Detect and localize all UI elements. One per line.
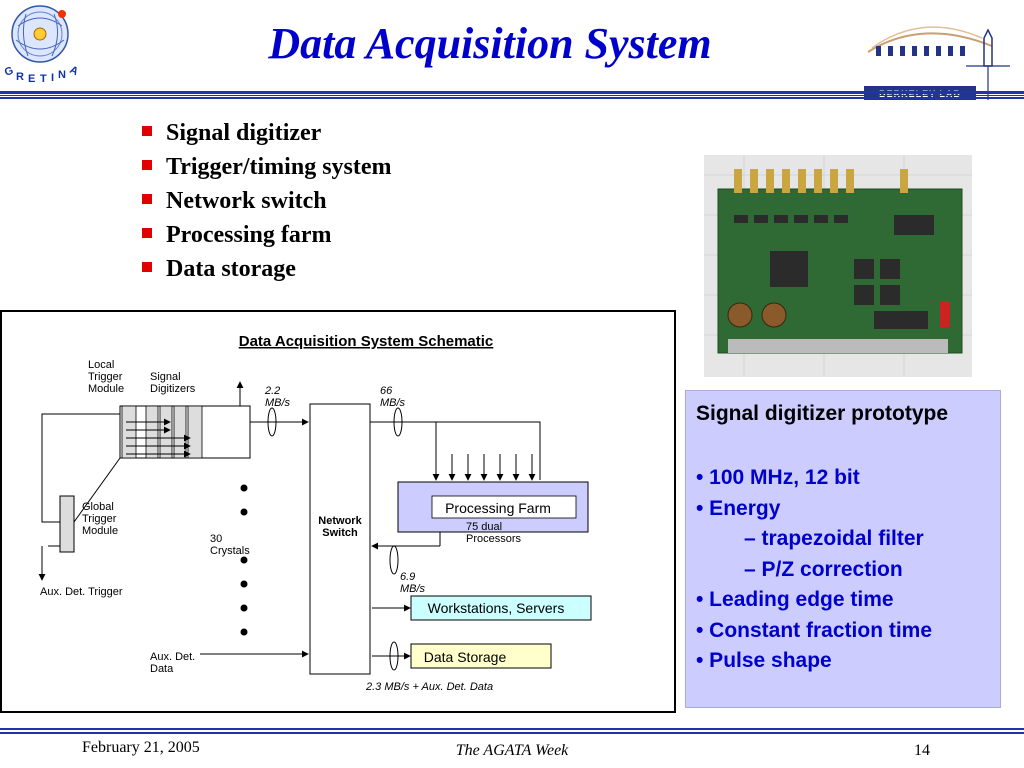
info-line: • Energy (696, 496, 781, 520)
network-switch-box (309, 403, 371, 675)
svg-text:T: T (40, 73, 47, 85)
data-storage-box (410, 643, 552, 669)
data-storage-label: Data Storage (424, 649, 507, 665)
bullet-text: Signal digitizer (166, 120, 322, 146)
svg-text:G: G (3, 65, 15, 79)
processing-farm-label: Processing Farm (445, 500, 551, 516)
svg-text:A: A (68, 64, 80, 78)
bullet-text: Data storage (166, 256, 296, 282)
schematic-title: Data Acquisition System Schematic (239, 333, 494, 350)
info-box: Signal digitizer prototype • 100 MHz, 12… (685, 390, 1001, 708)
berkeley-lab-logo: BERKELEY LAB (864, 26, 1010, 100)
info-line: • Leading edge time (696, 588, 894, 611)
aux-trigger-label: Aux. Det. Trigger (40, 586, 123, 598)
info-line: • Constant fraction time (696, 618, 933, 642)
bullet-text: Network switch (166, 188, 327, 214)
svg-text:I: I (51, 72, 54, 84)
bullet-item: Signal digitizer (140, 116, 392, 150)
svg-text:N: N (58, 69, 66, 81)
bullet-square-icon (142, 228, 152, 238)
global-trigger-box (59, 495, 75, 553)
footer-date: February 21, 2005 (82, 739, 200, 756)
digitizer-board-photo (704, 155, 972, 377)
info-line: • Pulse shape (696, 649, 832, 672)
bullet-text: Processing farm (166, 222, 332, 248)
page-number: 14 (914, 742, 930, 759)
gretina-logo: G R E T I N A (3, 5, 80, 85)
workstations-box (410, 595, 592, 621)
crystal-dots (240, 484, 248, 636)
page-title: Data Acquisition System (268, 19, 712, 68)
top-divider (0, 91, 1024, 99)
svg-text:E: E (28, 73, 35, 85)
bullet-item: Trigger/timing system (140, 150, 392, 184)
bullet-square-icon (142, 126, 152, 136)
info-line: • 100 MHz, 12 bit (696, 466, 860, 489)
bullet-item: Processing farm (140, 218, 392, 252)
rate-label: 2.3 MB/s + Aux. Det. Data (365, 681, 493, 693)
info-line: – trapezoidal filter (744, 527, 924, 550)
workstations-label: Workstations, Servers (428, 600, 565, 616)
bullet-square-icon (142, 262, 152, 272)
digitizer-slots (121, 405, 203, 459)
bullet-text: Trigger/timing system (166, 154, 392, 180)
bullet-square-icon (142, 160, 152, 170)
svg-text:R: R (16, 71, 24, 83)
bullet-item: Data storage (140, 252, 392, 286)
info-line: – P/Z correction (744, 557, 903, 581)
info-title: Signal digitizer prototype (696, 402, 949, 425)
schematic-diagram: Data Acquisition System Schematic (0, 310, 676, 713)
bottom-divider (0, 728, 1024, 734)
footer-event: The AGATA Week (455, 742, 569, 759)
bullet-square-icon (142, 194, 152, 204)
bullet-item: Network switch (140, 184, 392, 218)
aux-data-label: Aux. Det.Data (150, 651, 195, 675)
